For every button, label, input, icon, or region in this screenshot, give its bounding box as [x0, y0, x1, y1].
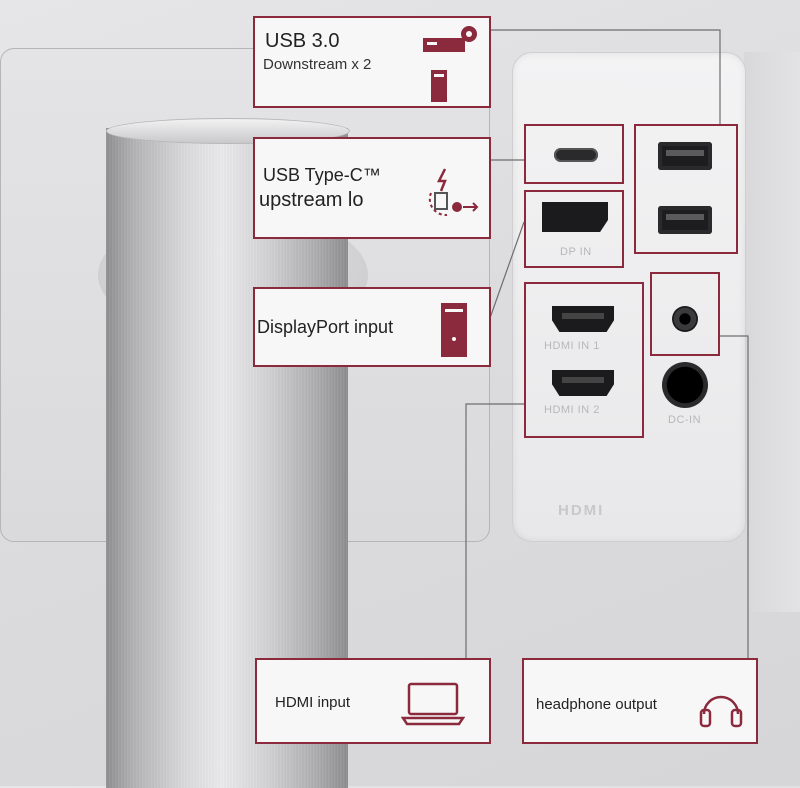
- line-hdmi: [465, 403, 524, 660]
- callout-usb30: USB 3.0 Downstream x 2: [253, 16, 491, 108]
- usb30-subtitle: Downstream x 2: [263, 56, 372, 73]
- headphone-label: headphone output: [536, 696, 657, 713]
- callout-usbc: USB Type-C™ upstream lo: [253, 137, 491, 239]
- line-usb30: [490, 29, 721, 124]
- usb-hub-icon: [423, 26, 477, 102]
- usb-a-highlight: [634, 124, 738, 254]
- usb-c-port: [554, 148, 598, 162]
- usb-c-connection-icon: [428, 168, 479, 217]
- monitor-side: [744, 52, 800, 612]
- line-headphone: [720, 335, 749, 660]
- hdmi1-port-label: HDMI IN 1: [544, 340, 600, 352]
- line-dp: [489, 221, 525, 319]
- usb-a-port-2: [658, 206, 712, 234]
- callout-hdmi: HDMI input: [255, 658, 491, 744]
- dp-highlight: [524, 190, 624, 268]
- io-panel: [512, 52, 746, 542]
- dc-in-label: DC-IN: [668, 414, 702, 426]
- callout-headphone: headphone output: [522, 658, 758, 744]
- callout-displayport: DisplayPort input: [253, 287, 491, 367]
- pc-tower-icon: [441, 303, 467, 357]
- laptop-icon: [401, 682, 465, 726]
- hdmi-label: HDMI input: [275, 694, 351, 711]
- hdmi-port-2: [552, 370, 614, 396]
- usb-a-port-1: [658, 142, 712, 170]
- displayport-port: [542, 202, 608, 232]
- usbc-line2: upstream lo: [259, 189, 364, 211]
- hdmi-highlight: [524, 282, 644, 438]
- headphone-highlight: [650, 272, 720, 356]
- headphones-icon: [699, 695, 743, 728]
- hdmi2-port-label: HDMI IN 2: [544, 404, 600, 416]
- dc-in-jack: [662, 362, 708, 408]
- headphone-jack: [672, 306, 698, 332]
- usbc-highlight: [524, 124, 624, 184]
- hdmi-logo: HDMI: [558, 502, 605, 519]
- displayport-label: DisplayPort input: [257, 317, 394, 337]
- dp-port-label: DP IN: [560, 246, 592, 258]
- hdmi-port-1: [552, 306, 614, 332]
- usbc-line1: USB Type-C™: [263, 165, 381, 185]
- usb30-title: USB 3.0: [265, 30, 340, 52]
